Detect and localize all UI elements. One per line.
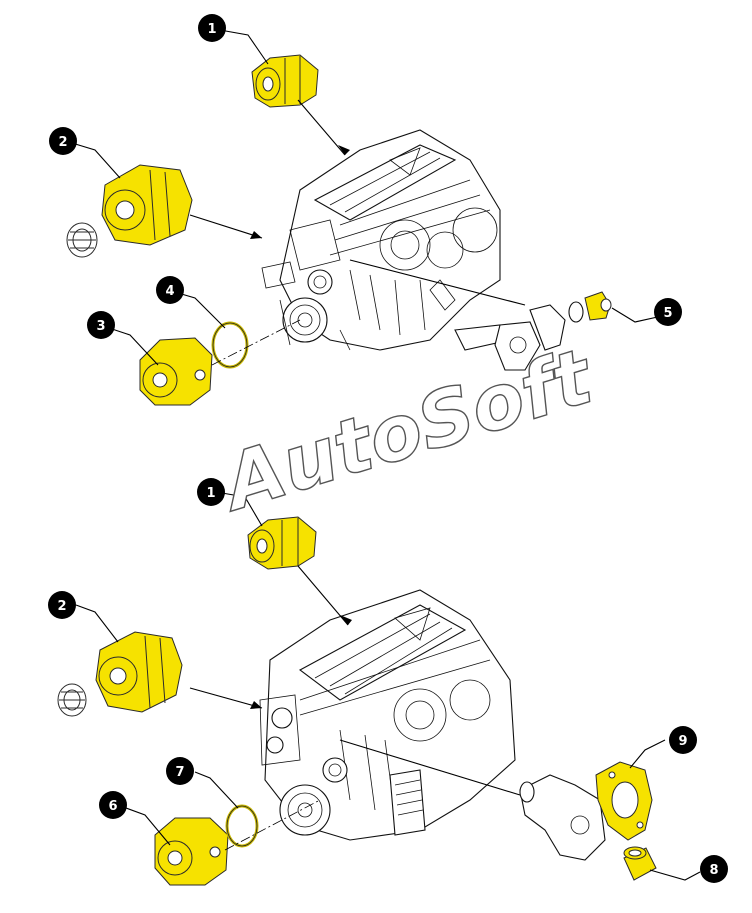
svg-text:1: 1 xyxy=(206,486,215,501)
top-part-3-water-pump xyxy=(139,337,213,406)
top-part-1-starter xyxy=(251,54,319,108)
callout-top-1: 1 xyxy=(198,14,226,42)
bottom-part-9-gasket xyxy=(595,761,653,841)
bottom-leader-lines xyxy=(75,492,701,881)
callout-top-4: 4 xyxy=(156,276,184,304)
callout-bottom-2: 2 xyxy=(48,591,76,619)
top-engine xyxy=(261,129,501,351)
callout-top-2: 2 xyxy=(49,127,77,155)
svg-text:1: 1 xyxy=(207,22,216,37)
svg-text:6: 6 xyxy=(108,799,117,814)
callout-bottom-9: 9 xyxy=(669,726,697,754)
callout-top-3: 3 xyxy=(87,311,115,339)
svg-text:7: 7 xyxy=(175,765,184,780)
callout-bottom-6: 6 xyxy=(99,791,127,819)
svg-text:4: 4 xyxy=(165,284,174,299)
callout-bottom-7: 7 xyxy=(166,757,194,785)
svg-text:3: 3 xyxy=(96,319,105,334)
bottom-part-1-starter xyxy=(247,516,317,570)
bottom-engine xyxy=(259,589,516,841)
bottom-outlet-housing xyxy=(519,774,606,861)
svg-text:2: 2 xyxy=(57,599,66,614)
callout-bottom-8: 8 xyxy=(700,855,728,883)
top-part-2-alternator xyxy=(66,164,193,258)
svg-text:8: 8 xyxy=(709,863,718,878)
svg-text:5: 5 xyxy=(663,306,672,321)
svg-text:9: 9 xyxy=(678,734,687,749)
callout-bottom-1: 1 xyxy=(197,478,225,506)
bottom-part-2-alternator xyxy=(57,631,183,717)
bottom-part-8-sleeve xyxy=(623,846,657,881)
top-part-5-thermostat-group xyxy=(454,291,612,371)
top-leader-lines xyxy=(71,29,663,366)
svg-text:2: 2 xyxy=(58,135,67,150)
watermark-text: AutoSoft xyxy=(209,331,604,529)
callout-top-5: 5 xyxy=(654,298,682,326)
bottom-part-6-water-pump xyxy=(154,817,229,886)
